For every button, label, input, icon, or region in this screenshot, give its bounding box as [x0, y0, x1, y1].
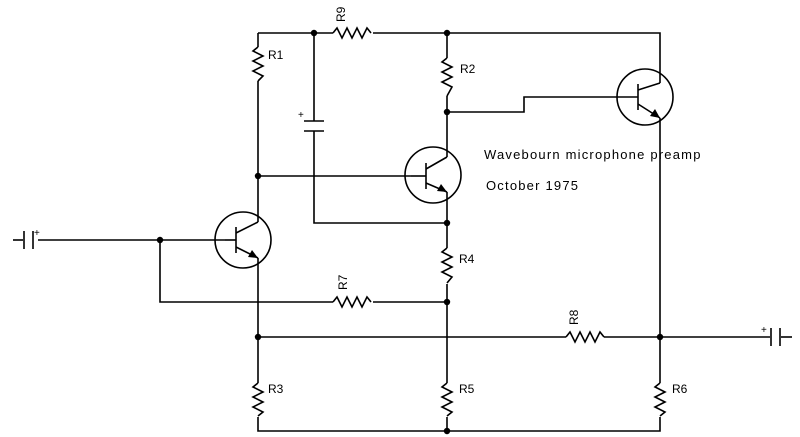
diagram-title: Wavebourn microphone preamp: [484, 147, 702, 162]
label-r4: R4: [459, 252, 475, 266]
transistor-q3: [616, 68, 674, 126]
label-r5: R5: [459, 382, 475, 396]
junction-dot: [443, 219, 451, 227]
label-r7: R7: [336, 274, 350, 290]
junction-dot: [443, 427, 451, 435]
component-labels: R1 R2 R3 R4 R5 R6 R7 R8 R9: [268, 6, 688, 396]
resistor-r9: [332, 26, 372, 40]
label-r3: R3: [268, 382, 284, 396]
junction-dot: [156, 236, 164, 244]
transistor-q2: [404, 146, 462, 204]
label-r2: R2: [460, 62, 476, 76]
junction-dot: [656, 333, 664, 341]
label-r1: R1: [268, 48, 284, 62]
label-r6: R6: [672, 382, 688, 396]
junction-dots: [156, 29, 664, 435]
junction-dot: [443, 298, 451, 306]
resistor-r4: [440, 247, 454, 284]
diagram-date: October 1975: [486, 178, 579, 193]
annotation: Wavebourn microphone preamp October 1975: [484, 147, 702, 193]
junction-dot: [310, 29, 318, 37]
input-capacitor: +: [13, 228, 40, 249]
resistor-r6: [653, 382, 667, 417]
capacitor-c1-polarity: +: [298, 110, 304, 121]
r7-left-wire: [159, 240, 333, 303]
resistor-r1: [251, 46, 265, 82]
output-capacitor: +: [761, 325, 792, 346]
resistor-r7: [332, 295, 372, 309]
label-r8: R8: [567, 309, 581, 325]
wires: [38, 32, 770, 432]
output-capacitor-polarity: +: [761, 325, 767, 336]
bottom-rail: [257, 417, 661, 432]
junction-dot: [254, 172, 262, 180]
resistor-r8: [565, 330, 605, 344]
junction-dot: [443, 29, 451, 37]
resistor-r3: [251, 382, 265, 417]
capacitor-c1: +: [298, 110, 324, 132]
junction-dot: [254, 333, 262, 341]
resistor-r5: [440, 382, 454, 417]
resistor-r2: [440, 57, 454, 97]
label-r9: R9: [334, 6, 348, 22]
junction-dot: [443, 108, 451, 116]
top-rail-right: [373, 32, 661, 83]
q3-base-wire: [447, 96, 620, 113]
input-capacitor-polarity: +: [34, 228, 40, 239]
transistor-q1: [214, 211, 272, 269]
cap-bottom-lead: [313, 131, 447, 224]
